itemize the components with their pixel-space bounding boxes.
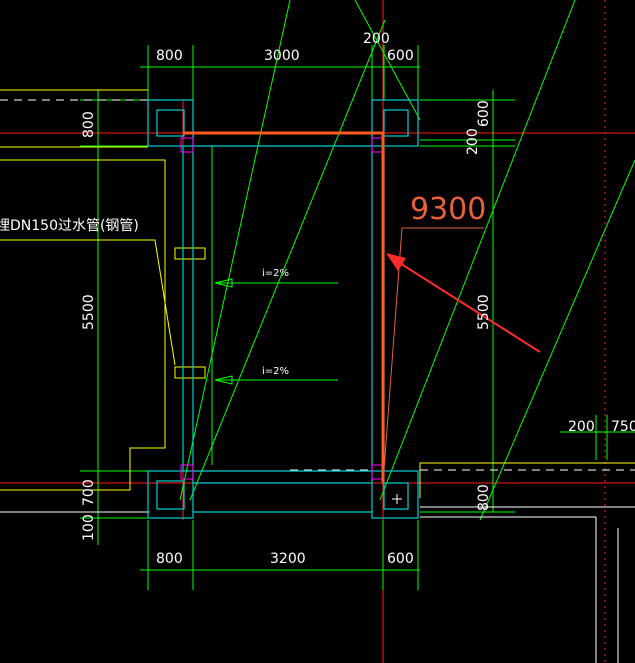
- pipe-leader: [0, 239, 176, 366]
- column-bottom-left-inner: [156, 480, 185, 510]
- column-bottom-right-inner: [383, 482, 409, 510]
- column-top-left: [147, 99, 194, 147]
- dim-left-offset: 100: [81, 514, 97, 541]
- diagonal-lines: [179, 0, 635, 521]
- column-top-left-inner: [156, 109, 185, 137]
- slope-arrow-head: [214, 278, 233, 288]
- dim-right-600: 600: [476, 100, 492, 127]
- slope-label-1: i=2%: [262, 268, 289, 279]
- yellow-outlines: [0, 89, 635, 498]
- column-bottom-left: [147, 470, 194, 519]
- column-top-right-inner: [383, 109, 409, 137]
- pipe-marker: [174, 366, 206, 379]
- dim-bottom-middle: 3200: [270, 551, 306, 567]
- dim-bottom-right: 600: [387, 551, 414, 567]
- length-annotation-9300: 9300: [410, 192, 486, 227]
- outline-polyline: [0, 159, 166, 491]
- dim-right-middle: 5500: [476, 294, 492, 330]
- walls: [147, 99, 419, 519]
- annotation-leader: [382, 227, 484, 484]
- dim-top-right: 600: [387, 48, 414, 64]
- slope-arrow-head: [214, 375, 233, 385]
- marker: [180, 137, 194, 153]
- red-arrow-head: [386, 253, 406, 271]
- dim-top-left: 800: [156, 48, 183, 64]
- diagonal-line: [179, 0, 291, 501]
- diagonal-line: [479, 159, 635, 521]
- dim-right-bottom: 800: [476, 484, 492, 511]
- dim-top-middle: 3000: [264, 48, 300, 64]
- diagonal-line: [379, 0, 576, 501]
- red-arrow-shaft: [394, 259, 541, 353]
- cross-symbol: [392, 494, 402, 504]
- highlight-polyline: [183, 131, 385, 483]
- dim-far-right-750: 750: [611, 419, 635, 435]
- dim-left-bottom: 700: [81, 479, 97, 506]
- marker: [180, 464, 194, 480]
- pipe-note: 埋DN150过水管(钢管): [0, 218, 139, 234]
- diagonal-line: [189, 19, 386, 501]
- highlighted-path: [183, 131, 541, 484]
- column-bottom-right: [371, 470, 419, 519]
- dimension-lines: [80, 45, 635, 590]
- dim-bottom-left: 800: [156, 551, 183, 567]
- dim-left-middle: 5500: [81, 294, 97, 330]
- pipe-marker: [174, 247, 206, 260]
- dim-left-top: 800: [81, 111, 97, 138]
- white-lines: [0, 99, 635, 663]
- dim-far-right-200: 200: [568, 419, 595, 435]
- slope-label-2: i=2%: [262, 366, 289, 377]
- outline-polyline-right: [419, 462, 635, 498]
- magenta-markers: [180, 137, 385, 480]
- column-top-right: [371, 99, 419, 147]
- dim-right-200: 200: [465, 128, 481, 155]
- dim-top-200: 200: [363, 31, 390, 47]
